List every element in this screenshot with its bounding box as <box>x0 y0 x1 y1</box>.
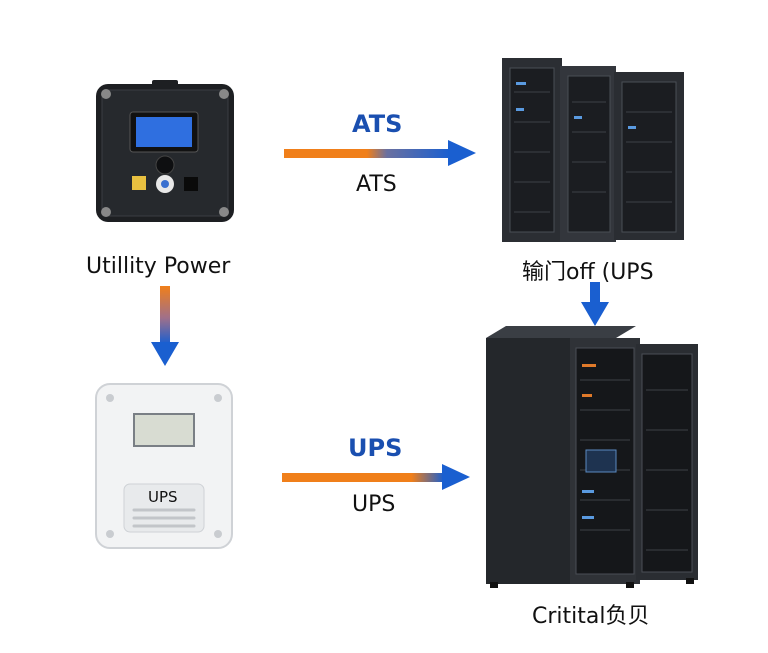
arrow-down-icon <box>151 286 179 366</box>
utility-power-panel <box>92 80 238 226</box>
server-rack-icon <box>486 326 698 588</box>
ups-arrow-top-label: UPS <box>348 434 403 462</box>
arrow-right-icon <box>284 140 476 166</box>
top-rack-label: 输门off (UPS <box>522 260 654 285</box>
arrow-down-icon <box>581 282 609 326</box>
utility-power-label: Utillity Power <box>86 254 231 279</box>
server-rack-icon <box>502 58 684 242</box>
ups-device-icon <box>95 383 233 549</box>
arrow-right-icon <box>282 464 470 490</box>
ats-arrow-top-label: ATS <box>352 110 403 138</box>
top-server-rack <box>498 52 688 248</box>
power-panel-icon <box>96 80 234 222</box>
ups-arrow-bottom-label: UPS <box>352 492 396 517</box>
critical-rack-label: Critital负贝 <box>532 604 650 629</box>
ups-unit <box>94 382 234 550</box>
ups-arrow <box>280 462 472 492</box>
critical-server-rack <box>486 320 700 588</box>
rack-down-arrow <box>580 282 610 328</box>
ups-panel-text: UPS <box>148 488 178 506</box>
ats-arrow-bottom-label: ATS <box>356 172 397 197</box>
ats-arrow <box>282 138 478 168</box>
utility-down-arrow <box>150 286 180 368</box>
